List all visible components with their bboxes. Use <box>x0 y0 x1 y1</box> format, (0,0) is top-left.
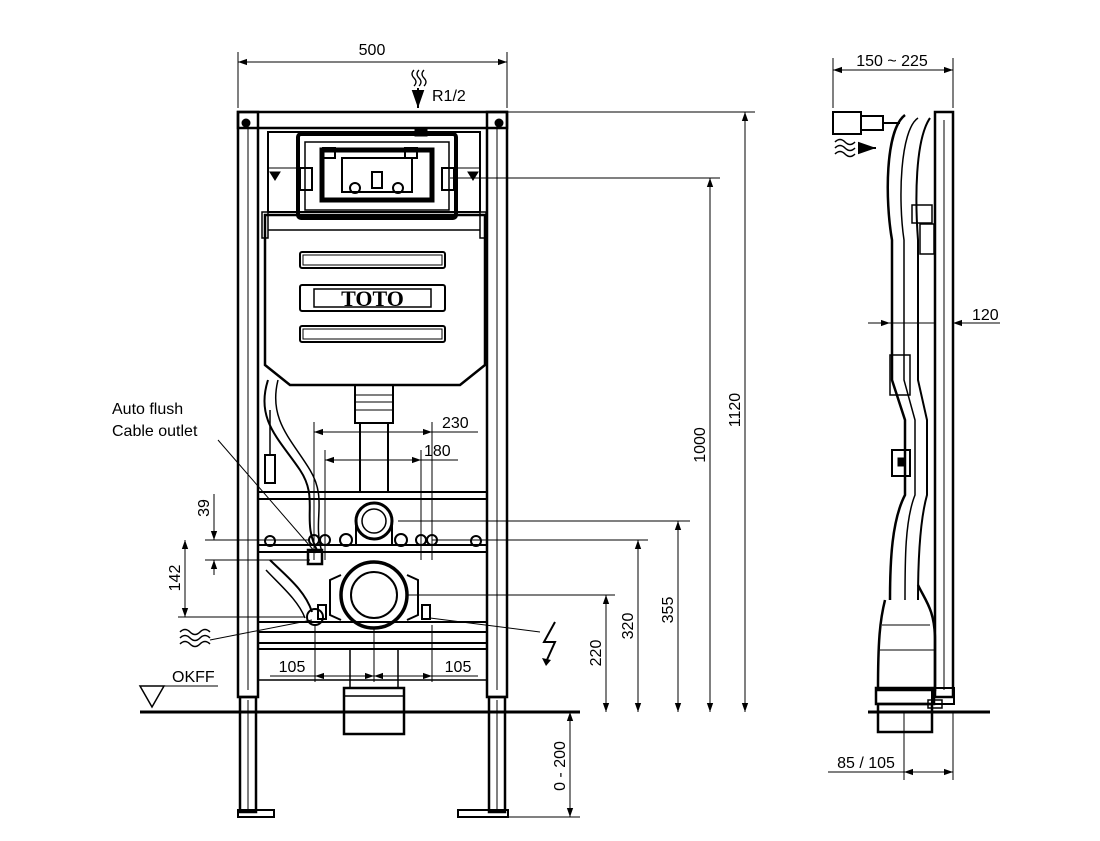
cistern <box>263 213 487 387</box>
dim-label-105-right: 105 <box>445 659 472 676</box>
side-dimensions <box>828 58 1000 780</box>
side-inlet-valve <box>832 111 862 135</box>
right-foot <box>487 695 507 814</box>
dim-label-1120: 1120 <box>727 393 744 428</box>
front-view: TOTO <box>140 110 580 818</box>
dim-label-39: 39 <box>196 499 213 517</box>
dim-label-355: 355 <box>660 597 677 624</box>
dim-label-120: 120 <box>972 307 999 324</box>
middle-cross-rail <box>257 544 488 553</box>
side-frame-column <box>933 110 955 699</box>
dim-label-105-left: 105 <box>279 659 306 676</box>
side-view <box>832 110 990 734</box>
base-cross-rail <box>257 642 488 650</box>
flush-pipe-connector <box>354 384 394 424</box>
left-foot <box>238 695 258 814</box>
dim-label-180: 180 <box>424 443 451 460</box>
callout-auto-flush: Auto flush <box>112 401 183 418</box>
dim-label-1000: 1000 <box>692 427 709 463</box>
side-depth-label: 150 ~ 225 <box>856 53 928 70</box>
brand-logo: TOTO <box>341 286 404 311</box>
water-inlet-wave-icon <box>411 69 427 87</box>
front-dimensions <box>178 52 755 818</box>
water-inlet-label: R1/2 <box>432 88 466 105</box>
floor-label: OKFF <box>172 669 215 686</box>
dim-label-85-105: 85 / 105 <box>837 755 895 772</box>
width-label: 500 <box>359 42 386 59</box>
dim-label-142: 142 <box>167 565 184 592</box>
callout-leader <box>217 439 317 554</box>
dim-label-220: 220 <box>588 640 605 667</box>
dim-label-230: 230 <box>442 415 469 432</box>
floor-level-triangle-icon <box>138 685 166 709</box>
callout-cable-outlet: Cable outlet <box>112 423 198 440</box>
dim-label-floor-range: 0 - 200 <box>552 741 569 791</box>
lower-cross-rail <box>257 621 488 633</box>
side-water-wave-icon <box>834 138 876 158</box>
side-drain-pipe <box>876 584 937 692</box>
flush-plate-mount <box>296 132 458 220</box>
cable-outlet-box <box>306 548 324 566</box>
brand-logo-plate <box>299 284 446 312</box>
electric-bolt-icon <box>542 621 557 663</box>
top-rail <box>236 110 509 130</box>
drain-pipe <box>342 686 406 736</box>
water-wave-icon <box>179 628 211 648</box>
upper-cross-rail <box>257 491 488 500</box>
dim-label-320: 320 <box>620 613 637 640</box>
